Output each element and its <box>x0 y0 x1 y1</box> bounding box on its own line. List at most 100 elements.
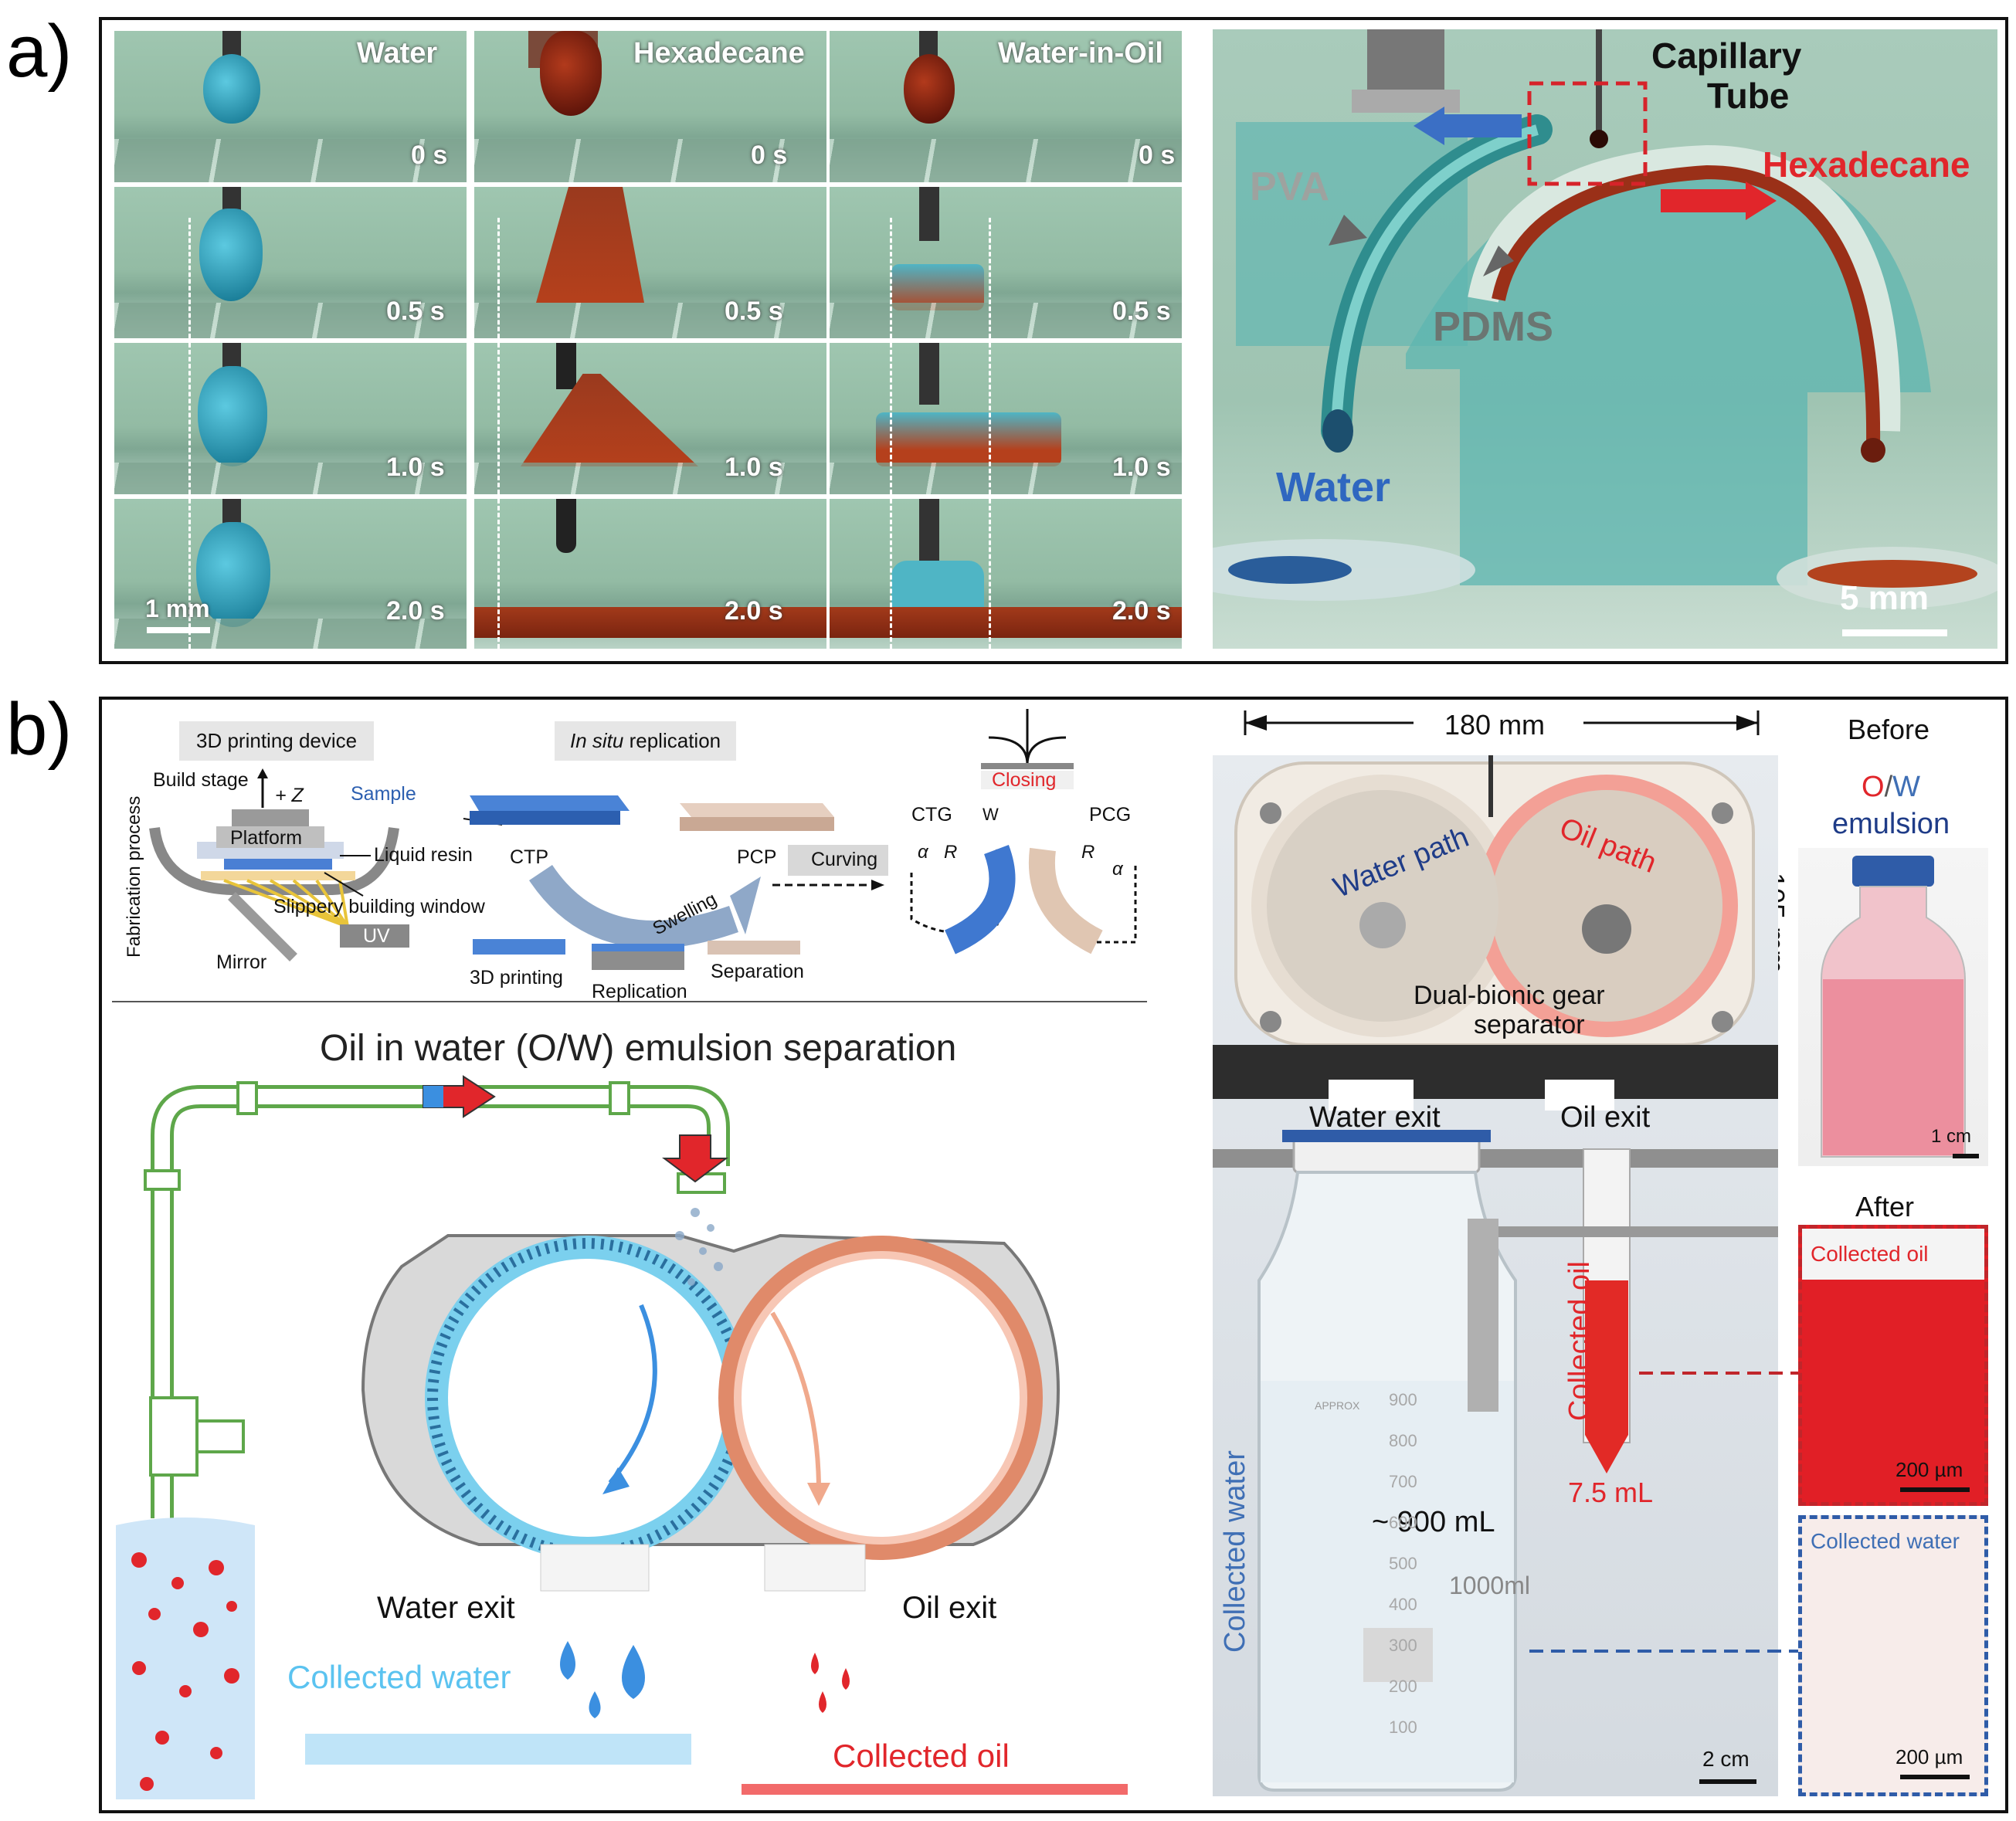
time-label: 1.0 s <box>1112 453 1171 482</box>
liquid-resin-label: Liquid resin <box>374 844 473 866</box>
time-label: 1.0 s <box>386 453 445 482</box>
oil-volume-label: 7.5 mL <box>1568 1477 1654 1508</box>
photo-scalebar-bar <box>1699 1779 1756 1784</box>
time-label: 0.5 s <box>725 297 783 326</box>
cell-wio-0 <box>830 31 1182 182</box>
panel-label-b: b) <box>6 688 73 771</box>
time-label: 2.0 s <box>386 596 445 626</box>
channel-drawing <box>1213 29 1997 609</box>
column-label-hexadecane: Hexadecane <box>633 37 805 70</box>
column-label-water-in-oil: Water-in-Oil <box>998 37 1163 70</box>
oil-scalebar-label: 200 µm <box>1896 1458 1963 1481</box>
ctp-label: CTP <box>510 846 548 868</box>
scalebar-label: 5 mm <box>1840 579 1929 617</box>
panel-label-a: a) <box>6 10 73 93</box>
device-box: 3D printing device <box>179 721 375 761</box>
separator-drawing <box>1213 755 1778 1792</box>
alpha-label: α <box>918 842 928 863</box>
photo-scalebar-label: 2 cm <box>1702 1747 1750 1771</box>
panel-b-frame <box>99 697 2008 1813</box>
oil-exit-label: Oil exit <box>902 1591 997 1625</box>
hexadecane-label: Hexadecane <box>1763 144 1970 185</box>
time-label: 2.0 s <box>725 596 783 626</box>
timelapse-grid <box>108 26 826 649</box>
before-scalebar-bar <box>1953 1154 1979 1158</box>
time-label: 0 s <box>411 141 448 170</box>
uv-label: UV <box>363 925 390 947</box>
emulsion-label: emulsion <box>1832 808 1950 840</box>
after-label: After <box>1855 1191 1915 1222</box>
mirror-label: Mirror <box>216 951 267 973</box>
cell-hexadecane-1 <box>474 187 826 338</box>
separator-photo <box>1213 755 1778 1796</box>
r-label: R <box>1081 842 1095 863</box>
fabrication-process-label: Fabrication process <box>124 795 144 958</box>
replication-label: Replication <box>592 981 687 1002</box>
schematic-title: Oil in water (O/W) emulsion separation <box>320 1028 957 1069</box>
cell-hexadecane-0 <box>474 31 826 182</box>
oil-scalebar-bar <box>1900 1487 1970 1492</box>
ow-label: O/W <box>1862 771 1920 803</box>
time-label: 0.5 s <box>386 297 445 326</box>
cell-water-0 <box>114 31 467 182</box>
water-scalebar-label: 200 µm <box>1896 1745 1963 1768</box>
pdms-label: PDMS <box>1433 304 1554 350</box>
collected-water-label: Collected water <box>287 1659 511 1695</box>
bottle-approx-label: APPROX <box>1315 1399 1360 1412</box>
water-label: Water <box>1276 464 1391 510</box>
capillary-tube-label: Capillary Tube <box>1651 36 1802 116</box>
bottle-graduations: 900 800 700 600 500 400 300 200 100 <box>1389 1390 1417 1737</box>
separation-label: Separation <box>711 961 804 982</box>
platform-label: Platform <box>230 827 303 849</box>
emulsion-bottle-photo <box>1798 848 1988 1166</box>
width-dimension-label: 180 mm <box>1444 709 1546 741</box>
scalebar-bar <box>147 627 210 633</box>
photo-oil-exit-label: Oil exit <box>1560 1101 1651 1134</box>
timelapse-column-3 <box>826 26 1186 649</box>
cell-hexadecane-2 <box>474 343 826 494</box>
ctg-label: CTG <box>911 804 952 826</box>
photo-collected-oil-label: Collected oil <box>1563 1261 1596 1421</box>
collected-oil-micrograph <box>1798 1225 1988 1506</box>
3d-printing-label: 3D printing <box>470 967 563 988</box>
before-scalebar-label: 1 cm <box>1931 1126 1972 1147</box>
plus-z-label: + Z <box>275 785 304 806</box>
r-label: R <box>944 842 958 863</box>
time-label: 0 s <box>751 141 788 170</box>
sample-label: Sample <box>351 783 416 805</box>
insitu-box: In situ replication <box>555 721 737 761</box>
photo-collected-water-label: Collected water <box>1219 1450 1251 1653</box>
column-label-water: Water <box>357 37 438 70</box>
water-volume-label: ~ 900 mL <box>1372 1506 1495 1538</box>
cell-water-1 <box>114 187 467 338</box>
cell-wio-3 <box>830 499 1182 649</box>
pcg-label: PCG <box>1089 804 1132 826</box>
before-label: Before <box>1848 714 1930 745</box>
time-label: 0 s <box>1139 141 1176 170</box>
scalebar-label: 1 mm <box>145 595 210 622</box>
time-label: 1.0 s <box>725 453 783 482</box>
scalebar-bar <box>1842 629 1947 636</box>
collected-water-micrograph <box>1798 1515 1988 1796</box>
bottle-capacity-label: 1000ml <box>1449 1572 1530 1599</box>
cell-water-2 <box>114 343 467 494</box>
micrograph-oil-label: Collected oil <box>1811 1242 1929 1266</box>
pcp-label: PCP <box>737 846 777 868</box>
w-label: W <box>983 805 999 824</box>
water-exit-label: Water exit <box>377 1591 515 1625</box>
cell-water-3 <box>114 499 467 649</box>
time-label: 0.5 s <box>1112 297 1171 326</box>
panel-a-frame <box>99 17 2008 664</box>
water-scalebar-bar <box>1900 1775 1970 1779</box>
alpha-label: α <box>1112 859 1123 880</box>
curving-label: Curving <box>811 849 878 870</box>
cell-wio-1 <box>830 187 1182 338</box>
pva-label: PVA <box>1250 164 1330 209</box>
closing-label: Closing <box>992 769 1057 791</box>
photo-water-exit-label: Water exit <box>1309 1101 1441 1134</box>
marangoni-photo <box>1213 29 1997 649</box>
cell-hexadecane-3 <box>474 499 826 649</box>
micrograph-water-label: Collected water <box>1811 1529 1960 1553</box>
cell-wio-2 <box>830 343 1182 494</box>
slippery-window-label: Slippery building window <box>273 896 485 917</box>
